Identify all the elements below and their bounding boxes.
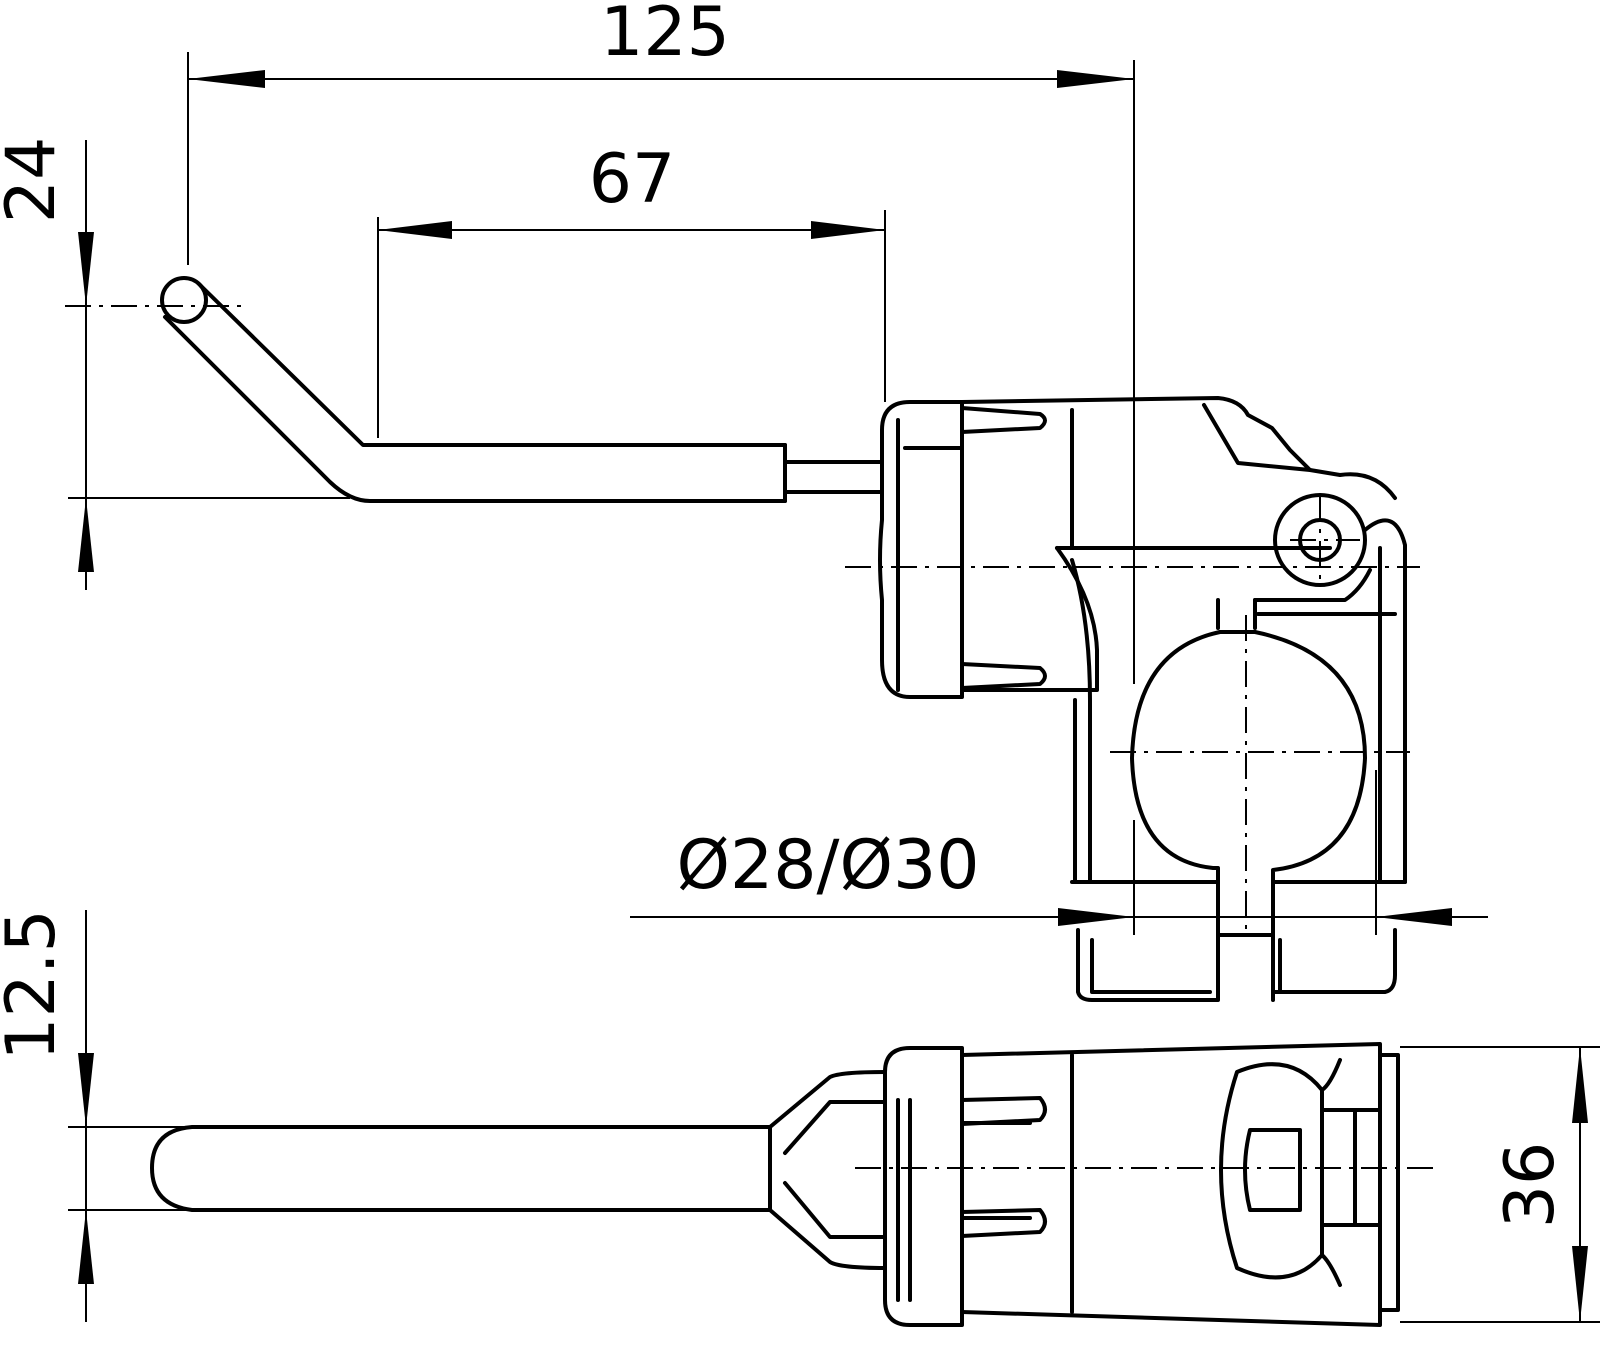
dimension-body-width: 36 — [1491, 1047, 1588, 1322]
valve-body-side — [878, 396, 1407, 1002]
dimension-label-24: 24 — [0, 137, 71, 224]
extension-lines-top — [68, 1046, 1600, 1323]
valve-body-top — [883, 1042, 1400, 1327]
dimension-label-67: 67 — [589, 140, 676, 219]
dimension-label-12-5: 12.5 — [0, 909, 71, 1060]
dimension-label-36: 36 — [1491, 1142, 1570, 1229]
dimension-label-bore: Ø28/Ø30 — [676, 826, 979, 905]
centerlines-side — [65, 305, 1420, 935]
dimension-clamp-bore: Ø28/Ø30 — [630, 826, 1488, 926]
lever-handle-top — [150, 1070, 887, 1270]
dimension-overall-length: 125 — [188, 0, 1134, 88]
side-view: 125 67 24 Ø28/Ø30 — [0, 0, 1488, 1002]
dimension-label-125: 125 — [600, 0, 730, 72]
top-view: 12.5 36 — [0, 909, 1600, 1327]
dimension-handle-length: 67 — [378, 140, 885, 239]
lever-handle-side — [160, 276, 884, 503]
dimension-lever-height: 24 — [0, 137, 94, 590]
extension-lines-side — [68, 52, 1377, 935]
dimension-lever-thickness: 12.5 — [0, 909, 94, 1322]
